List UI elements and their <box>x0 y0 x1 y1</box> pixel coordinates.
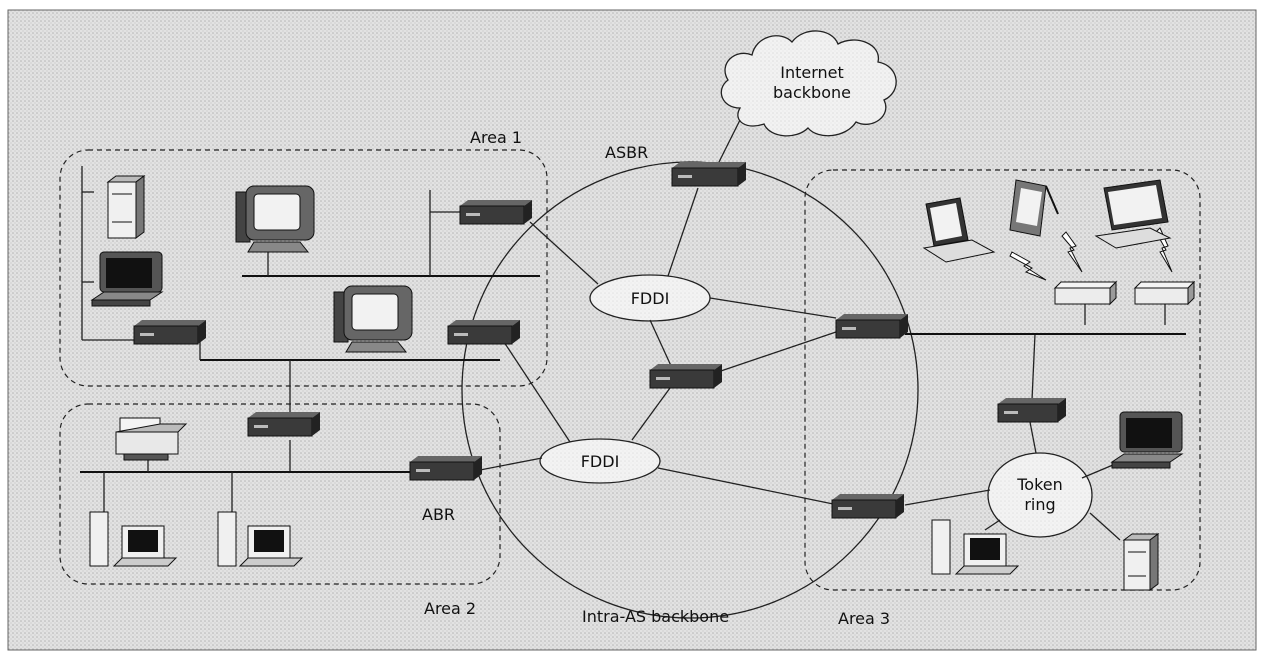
workstation-area1-top-icon <box>235 185 315 253</box>
base-station-2-icon <box>1133 280 1196 306</box>
pda-area3-icon <box>1009 179 1059 237</box>
internet-cloud <box>720 30 897 137</box>
fddi-bottom-label: FDDI <box>581 452 620 471</box>
wireless-bolt-1-icon <box>1009 251 1047 281</box>
asbr-router-icon <box>671 162 746 187</box>
abr-label: ABR <box>422 505 455 524</box>
internet-backbone-label-line1: Internet <box>780 63 844 82</box>
area3-lower-router-icon <box>831 494 904 519</box>
workstation-area1-center-icon <box>333 285 413 353</box>
asbr-label: ASBR <box>605 143 648 162</box>
area1-left-router-icon <box>133 320 206 345</box>
server-tower-area1-icon <box>106 175 146 239</box>
fddi-bottom-ring <box>539 438 661 484</box>
backbone-middle-router-icon <box>649 364 722 389</box>
area-1-label: Area 1 <box>470 128 522 147</box>
server-tower-area3-icon <box>1122 533 1160 591</box>
printer-icon <box>115 417 188 461</box>
area-2-label: Area 2 <box>424 599 476 618</box>
workstation-area1-left-icon <box>90 251 164 307</box>
laptop-area3-left-icon <box>922 197 996 263</box>
workstation-area3-right-icon <box>1110 411 1184 469</box>
area-1-boundary <box>59 149 548 387</box>
laptop-area3-right-icon <box>1094 179 1172 249</box>
intra-as-backbone-label: Intra-AS backbone <box>582 607 729 626</box>
fddi-top-label: FDDI <box>631 289 670 308</box>
internet-backbone-label-line2: backbone <box>773 83 851 102</box>
figure-frame <box>7 9 1257 651</box>
routers <box>133 162 1066 519</box>
area3-token-router-icon <box>997 398 1066 423</box>
pc-area2-right-icon <box>217 511 304 567</box>
base-station-1-icon <box>1053 280 1118 306</box>
token-ring-label-line1: Token <box>1016 475 1063 494</box>
token-ring <box>987 452 1093 538</box>
token-ring-label-line2: ring <box>1024 495 1055 514</box>
pc-area2-left-icon <box>89 511 178 567</box>
area1-lower-router-icon <box>447 320 520 345</box>
pc-area3-token-icon <box>931 519 1020 575</box>
wireless-base-stations <box>1053 280 1196 306</box>
abr-router-icon <box>409 456 482 481</box>
wireless-bolt-2-icon <box>1061 231 1083 273</box>
area-3-label: Area 3 <box>838 609 890 628</box>
area-2-boundary <box>59 403 501 585</box>
area3-upper-router-icon <box>835 314 908 339</box>
area2-router-icon <box>247 412 320 437</box>
area1-upper-router-icon <box>459 200 532 225</box>
